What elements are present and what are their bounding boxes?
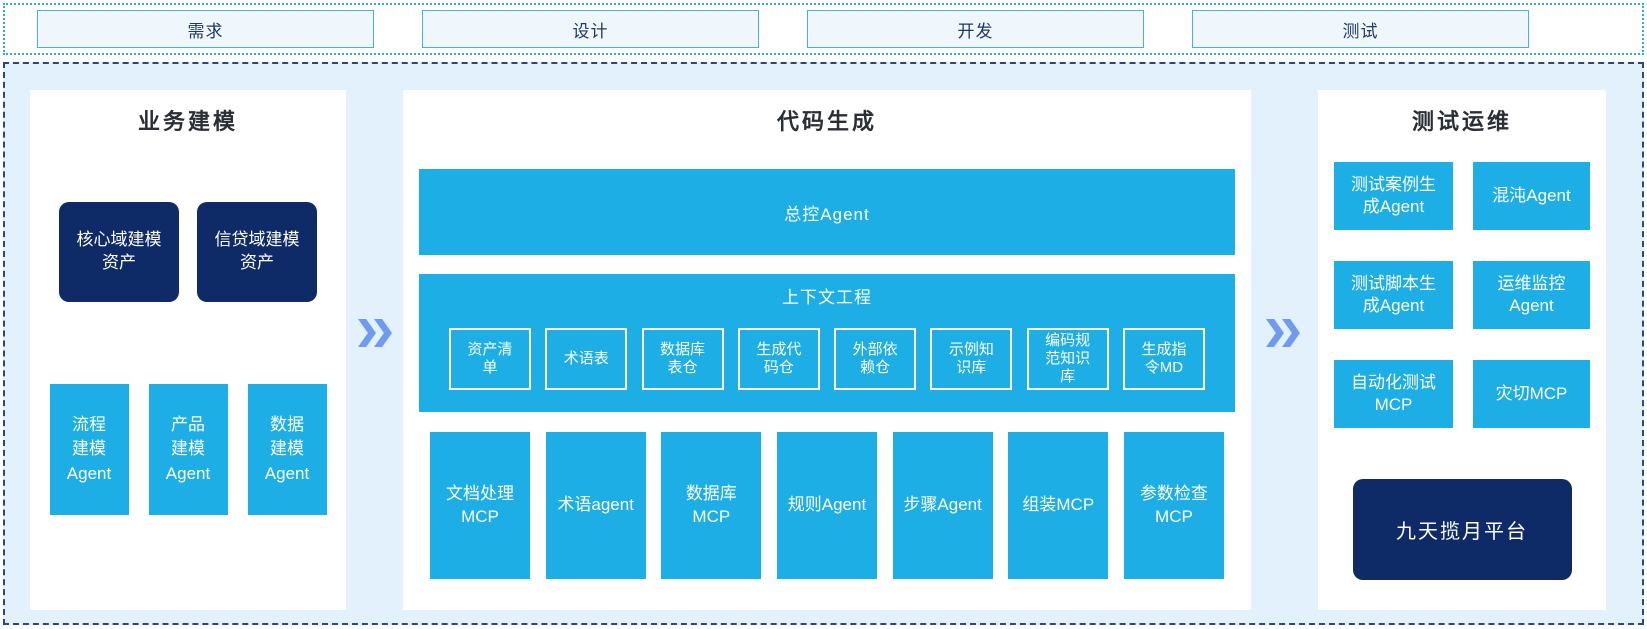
stage-design: 设计 [422, 10, 759, 48]
panel-title: 业务建模 [137, 109, 238, 134]
lifecycle-flow-strip: 需求 设计 开发 测试 [3, 3, 1644, 55]
box-generation-instruction-md: 生成指 令MD [1122, 328, 1205, 390]
stage-label: 设计 [572, 21, 609, 41]
box-auto-test-mcp: 自动化测试 MCP [1334, 360, 1453, 428]
chevron-right-icon [1282, 319, 1300, 347]
box-doc-processing-mcp: 文档处理 MCP [430, 432, 530, 579]
flow-arrow-icon [358, 319, 392, 347]
box-step-agent: 步骤Agent [892, 432, 993, 579]
panel-title: 测试运维 [1411, 109, 1512, 134]
box-coding-standard-kb: 编码规 范知识 库 [1026, 328, 1109, 390]
stage-development: 开发 [807, 10, 1144, 48]
panel-business-modeling: 业务建模 核心域建模 资产 信贷域建模 资产 流程 建模 Agent 产品 建模… [30, 90, 346, 610]
box-glossary: 术语表 [545, 328, 628, 390]
stage-requirements: 需求 [37, 10, 374, 48]
box-credit-domain-assets: 信贷域建模 资产 [197, 202, 317, 302]
box-ops-monitor-agent: 运维监控 Agent [1473, 261, 1590, 329]
box-generated-code-repo: 生成代 码仓 [737, 328, 820, 390]
box-disaster-switch-mcp: 灾切MCP [1473, 360, 1590, 428]
box-test-script-gen-agent: 测试脚本生 成Agent [1334, 261, 1453, 329]
box-assembly-mcp: 组装MCP [1008, 432, 1109, 579]
chevron-right-icon [1266, 319, 1284, 347]
context-engineering-group: 上下文工程 资产清 单 术语表 数据库 表仓 生成代 码仓 外部依 赖仓 示例知… [419, 274, 1235, 412]
test-ops-grid: 测试案例生 成Agent 混沌Agent 测试脚本生 成Agent 运维监控 A… [1318, 162, 1606, 428]
box-data-modeling-agent: 数据 建模 Agent [247, 384, 327, 515]
box-chaos-agent: 混沌Agent [1473, 162, 1590, 230]
box-glossary-agent: 术语agent [545, 432, 646, 579]
box-db-table-repo: 数据库 表仓 [641, 328, 724, 390]
modeling-agent-row: 流程 建模 Agent 产品 建模 Agent 数据 建模 Agent [30, 384, 346, 515]
stage-label: 需求 [187, 21, 224, 41]
box-rule-agent: 规则Agent [776, 432, 877, 579]
box-core-domain-assets: 核心域建模 资产 [59, 202, 179, 302]
box-example-kb: 示例知 识库 [930, 328, 1013, 390]
context-engineering-title: 上下文工程 [782, 288, 872, 307]
modeling-asset-row: 核心域建模 资产 信贷域建模 资产 [30, 202, 346, 302]
architecture-diagram: 业务建模 核心域建模 资产 信贷域建模 资产 流程 建模 Agent 产品 建模… [3, 62, 1644, 625]
box-test-case-gen-agent: 测试案例生 成Agent [1334, 162, 1453, 230]
context-items-row: 资产清 单 术语表 数据库 表仓 生成代 码仓 外部依 赖仓 示例知 识库 编码… [419, 328, 1235, 390]
stage-label: 开发 [957, 21, 994, 41]
box-database-mcp: 数据库 MCP [661, 432, 762, 579]
box-external-deps-repo: 外部依 赖仓 [834, 328, 917, 390]
tools-row: 文档处理 MCP 术语agent 数据库 MCP 规则Agent 步骤Agent… [403, 432, 1251, 579]
panel-code-generation: 代码生成 总控Agent 上下文工程 资产清 单 术语表 数据库 表仓 生成代 … [403, 90, 1251, 610]
box-asset-list: 资产清 单 [449, 328, 531, 390]
box-product-modeling-agent: 产品 建模 Agent [148, 384, 228, 515]
box-param-check-mcp: 参数检查 MCP [1123, 432, 1224, 579]
flow-arrow-icon [1266, 319, 1300, 347]
box-process-modeling-agent: 流程 建模 Agent [49, 384, 129, 515]
stage-testing: 测试 [1192, 10, 1529, 48]
chevron-right-icon [374, 319, 392, 347]
panel-title: 代码生成 [776, 109, 877, 134]
box-jiutian-lanyue-platform: 九天揽月平台 [1352, 479, 1572, 580]
chevron-right-icon [358, 319, 376, 347]
stage-label: 测试 [1342, 21, 1379, 41]
box-master-agent: 总控Agent [419, 169, 1235, 255]
panel-test-ops: 测试运维 测试案例生 成Agent 混沌Agent 测试脚本生 成Agent 运… [1318, 90, 1606, 610]
